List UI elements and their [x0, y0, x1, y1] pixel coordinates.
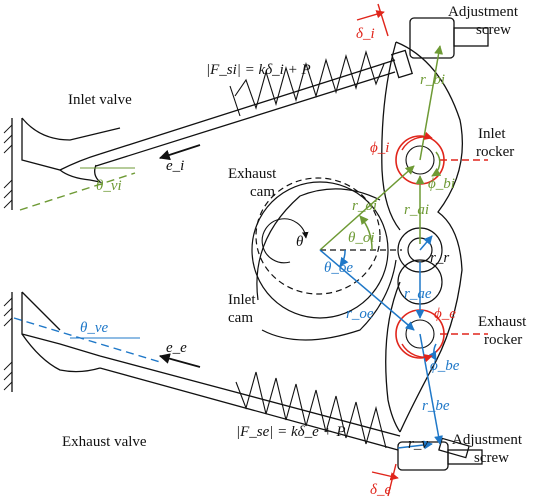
- adj-screw-top-shaft: [453, 27, 489, 47]
- rocker-body: [381, 17, 489, 471]
- inlet-cam-label-1: Inlet: [228, 292, 256, 308]
- adj-screw-bot-label-2: screw: [474, 450, 509, 466]
- adj-screw-top-label-1: Adjustment: [448, 4, 519, 20]
- inlet-cam-label-2: cam: [228, 310, 253, 326]
- e-i-arrow: [158, 144, 201, 161]
- theta-oi-symbol: θ_oi: [348, 230, 375, 246]
- r-bi-symbol: r_bi: [420, 72, 445, 88]
- exhaust-rocker-label-2: rocker: [484, 332, 522, 348]
- exhaust-spring: [235, 371, 387, 449]
- e-e-symbol: e_e: [166, 340, 187, 356]
- r-r-symbol: r_r: [430, 250, 449, 266]
- exhaust-vectors: [319, 235, 443, 450]
- phi-e-symbol: ϕ_e: [434, 306, 456, 322]
- theta-ve-symbol: θ_ve: [80, 320, 109, 336]
- adj-screw-top-body: [409, 17, 455, 59]
- inlet-valve-label: Inlet valve: [68, 92, 132, 108]
- inlet-valve: [3, 49, 414, 210]
- e-e-arrow: [158, 353, 201, 368]
- exhaust-rocker-label-1: Exhaust: [478, 314, 527, 330]
- phi-bi-symbol: ϕ_bi: [428, 176, 455, 192]
- r-ae-symbol: r_ae: [404, 286, 432, 302]
- theta-oe-symbol: θ_oe: [324, 260, 353, 276]
- exhaust-valve-label: Exhaust valve: [62, 434, 147, 450]
- angle-arrows: [356, 3, 433, 497]
- exhaust-cam-base: [255, 177, 381, 295]
- theta-vi-symbol: θ_vi: [96, 178, 122, 194]
- cam-rotation-arrow: [261, 218, 309, 264]
- force-inlet-formula: |F_si| = kδ_i + P: [206, 62, 311, 78]
- delta-e-symbol: δ_e: [370, 482, 391, 498]
- phi-i-symbol: ϕ_i: [370, 140, 389, 156]
- phi-be-symbol: ϕ_be: [430, 358, 460, 374]
- inlet-rocker-label-2: rocker: [476, 144, 514, 160]
- delta-i-symbol: δ_i: [356, 26, 375, 42]
- theta-symbol: θ: [296, 234, 304, 250]
- inlet-vectors: [319, 45, 444, 251]
- inlet-rocker-label-1: Inlet: [478, 126, 506, 142]
- e-i-symbol: e_i: [166, 158, 184, 174]
- inlet-spring: [229, 50, 385, 117]
- cams: [251, 177, 397, 341]
- exhaust-cam-label-2: cam: [250, 184, 275, 200]
- force-exhaust-formula: |F_se| = kδ_e + P: [236, 424, 346, 440]
- adj-screw-bot-shaft: [447, 449, 483, 465]
- exhaust-cam-label-1: Exhaust: [228, 166, 277, 182]
- r-ai-symbol: r_ai: [404, 202, 429, 218]
- adj-screw-top-label-2: screw: [476, 22, 511, 38]
- inlet-valve-axis: [19, 172, 136, 211]
- r-oe-symbol: r_oe: [346, 306, 374, 322]
- inlet-cam: [256, 188, 381, 301]
- exhaust-cam: [251, 181, 389, 319]
- r-v-symbol: r_v: [408, 436, 428, 452]
- adj-screw-bot-label-1: Adjustment: [452, 432, 523, 448]
- r-be-symbol: r_be: [422, 398, 450, 414]
- r-oi-symbol: r_oi: [352, 198, 377, 214]
